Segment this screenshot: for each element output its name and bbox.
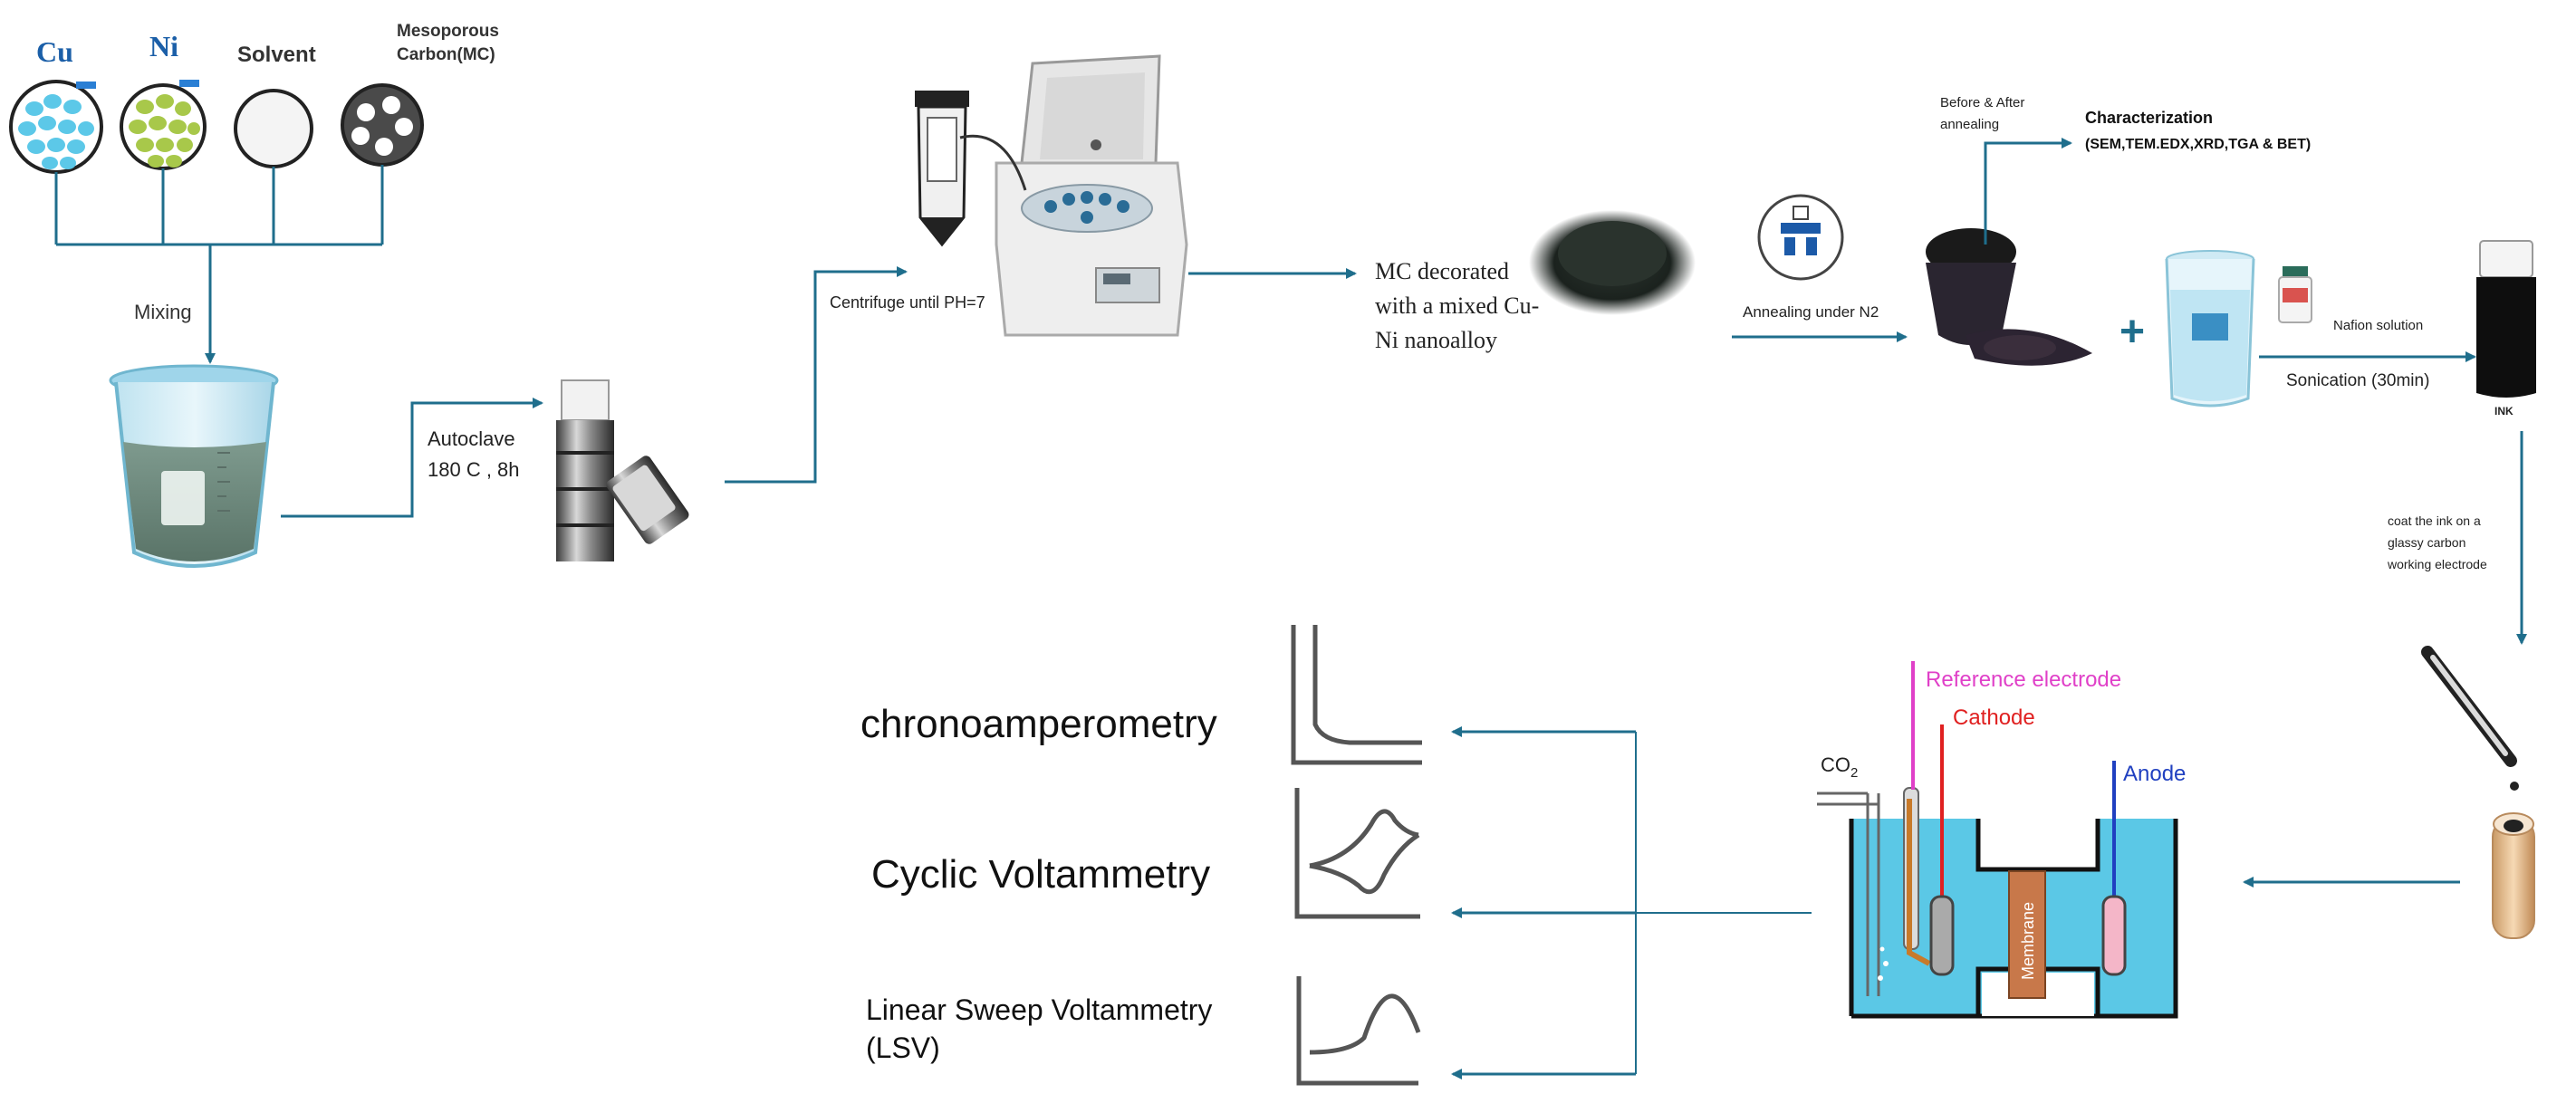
before-after-line1: Before & After — [1940, 95, 2024, 110]
cathode-label: Cathode — [1953, 705, 2035, 730]
h-cell-icon: Membrane — [1817, 661, 2178, 1019]
ni-dots — [129, 94, 200, 168]
chronoamperometry-plot-icon — [1291, 625, 1422, 765]
membrane — [2008, 870, 2046, 999]
coat-line2: glassy carbon — [2388, 535, 2465, 550]
autoclave-icon — [556, 379, 689, 561]
arrow-to-autoclave — [281, 398, 543, 518]
arrows-to-techniques — [1451, 726, 1812, 1079]
nafion-label: Nafion solution — [2333, 318, 2423, 333]
membrane-label: Membrane — [2019, 902, 2037, 980]
cyclic-voltammetry-plot-icon — [1294, 788, 1420, 919]
co2-label: CO2 — [1821, 753, 1858, 781]
mc-label-line1: Mesoporous — [397, 22, 499, 41]
ni-label: Ni — [149, 30, 178, 62]
characterization-methods: (SEM,TEM.EDX,XRD,TGA & BET) — [2085, 137, 2311, 152]
pipette-icon — [2421, 646, 2519, 791]
solvent-label: Solvent — [237, 43, 316, 67]
product-label-line3: Ni nanoalloy — [1375, 327, 1497, 353]
mixing-label: Mixing — [134, 301, 192, 323]
nafion-bottle-icon — [2278, 266, 2312, 323]
autoclave-label-line1: Autoclave — [428, 427, 515, 450]
lsv-plot-icon — [1296, 976, 1421, 1086]
ink-bottle-icon — [2476, 240, 2536, 398]
carbon-powder-icon — [1529, 210, 1696, 315]
lsv-label-line2: (LSV) — [866, 1031, 940, 1064]
lsv-label-line1: Linear Sweep Voltammetry — [866, 993, 1212, 1026]
product-label-line2: with a mixed Cu- — [1375, 293, 1539, 319]
coat-line3: working electrode — [2387, 557, 2487, 571]
solvent-icon — [234, 89, 313, 168]
cu-label: Cu — [36, 35, 73, 68]
coat-line1: coat the ink on a — [2388, 513, 2481, 528]
ink-label: INK — [2494, 405, 2514, 417]
centrifuge-tube-icon — [915, 91, 969, 247]
mc-label-line2: Carbon(MC) — [397, 45, 495, 64]
cu-dots — [18, 94, 94, 169]
autoclave-label-line2: 180 C , 8h — [428, 458, 520, 481]
glassy-carbon-electrode-icon — [2492, 812, 2535, 939]
chronoamperometry-label: chronoamperometry — [860, 702, 1217, 746]
product-label-line1: MC decorated — [1375, 258, 1509, 284]
before-after-line2: annealing — [1940, 117, 1999, 132]
sonication-label: Sonication (30min) — [2286, 371, 2429, 390]
annealing-icon — [1757, 194, 1844, 281]
centrifuge-label: Centrifuge until PH=7 — [830, 293, 985, 312]
reference-electrode-label: Reference electrode — [1926, 667, 2121, 692]
sample-jar-icon — [1926, 228, 2092, 366]
characterization-title: Characterization — [2085, 109, 2213, 127]
input-cu: Cu — [9, 35, 103, 174]
anode-label: Anode — [2123, 762, 2186, 786]
cyclic-voltammetry-label: Cyclic Voltammetry — [871, 852, 1210, 897]
solvent-beaker-icon — [2165, 250, 2255, 408]
arrow-to-characterization — [1984, 138, 2072, 245]
input-mesoporous-carbon: Mesoporous Carbon(MC) — [341, 22, 499, 167]
input-ni: Ni — [120, 30, 207, 170]
arrow-to-centrifuge — [725, 266, 908, 484]
mixing-connectors — [54, 165, 384, 364]
plus-sign: + — [2119, 308, 2145, 356]
centrifuge-machine-icon — [959, 54, 1188, 337]
beaker-icon — [109, 364, 279, 568]
input-solvent: Solvent — [234, 43, 316, 168]
annealing-label: Annealing under N2 — [1743, 303, 1879, 321]
